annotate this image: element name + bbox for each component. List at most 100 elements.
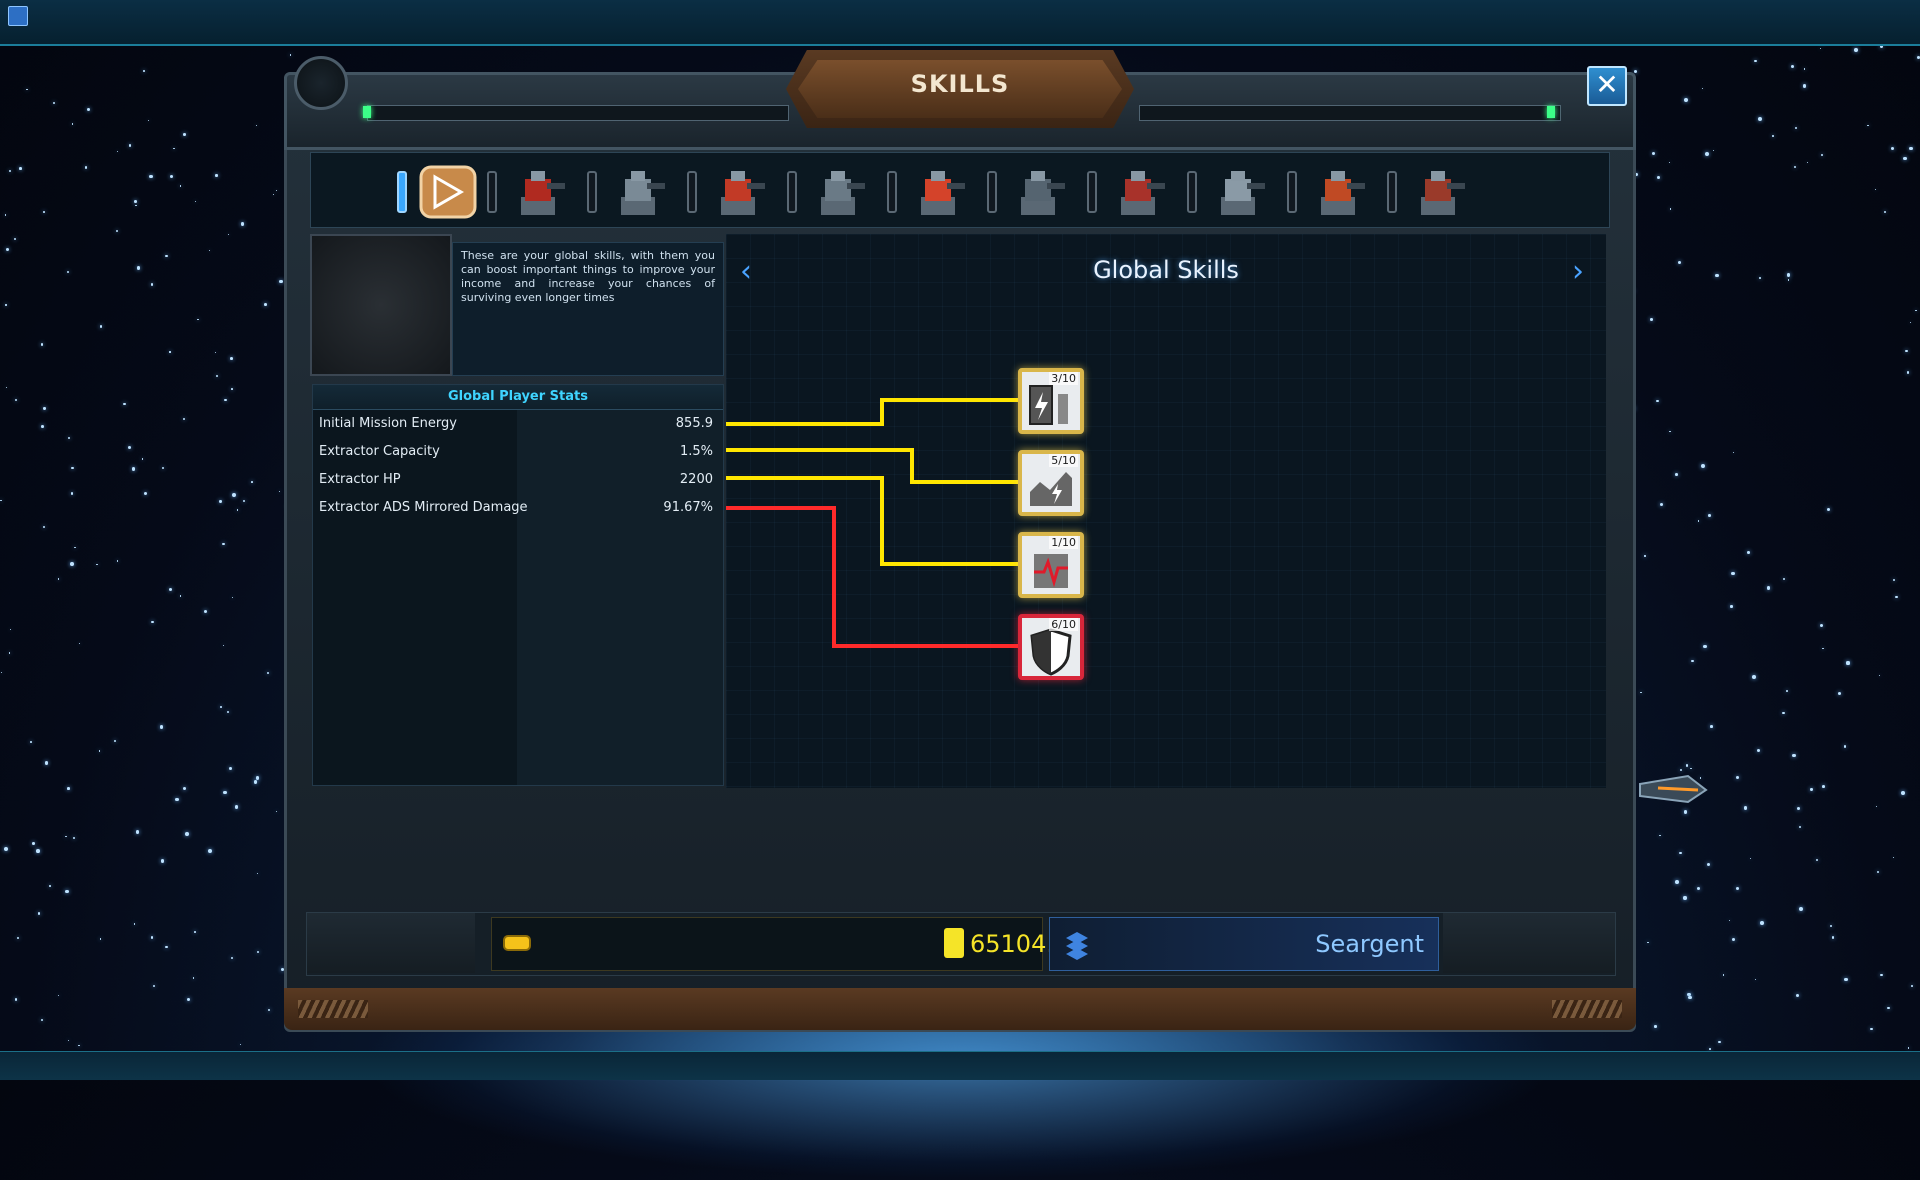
spaceship-icon bbox=[1639, 774, 1708, 804]
star bbox=[1675, 879, 1679, 884]
star bbox=[179, 185, 182, 188]
tab-separator bbox=[1087, 171, 1097, 213]
tab-turret-10[interactable] bbox=[1407, 161, 1469, 223]
star bbox=[160, 859, 165, 864]
star bbox=[182, 133, 186, 137]
star bbox=[1731, 937, 1735, 942]
resource-bar-left-cap bbox=[307, 913, 475, 973]
tab-turret-7[interactable] bbox=[1107, 161, 1169, 223]
star bbox=[224, 398, 227, 402]
star bbox=[1683, 98, 1688, 103]
star bbox=[216, 374, 219, 377]
tab-global-skills[interactable] bbox=[417, 161, 479, 223]
star bbox=[278, 491, 280, 493]
star bbox=[1804, 68, 1806, 70]
star bbox=[255, 776, 260, 780]
bottom-bar bbox=[0, 1051, 1920, 1080]
connector-hp bbox=[726, 476, 1020, 566]
next-page-arrow[interactable]: › bbox=[1572, 254, 1584, 289]
star bbox=[272, 193, 275, 196]
star bbox=[1634, 172, 1638, 177]
star bbox=[66, 270, 69, 273]
star bbox=[223, 791, 227, 795]
star bbox=[135, 830, 140, 835]
star bbox=[208, 249, 211, 251]
tab-turret-5[interactable] bbox=[907, 161, 969, 223]
star bbox=[1787, 279, 1790, 281]
energy-skill-node[interactable]: 3/10 bbox=[1018, 368, 1084, 434]
star bbox=[1816, 858, 1819, 861]
star bbox=[240, 1044, 242, 1046]
star bbox=[1754, 979, 1756, 981]
hp-skill-node[interactable]: 1/10 bbox=[1018, 532, 1084, 598]
star bbox=[1752, 674, 1757, 679]
mirror-damage-skill-node[interactable]: 6/10 bbox=[1018, 614, 1084, 680]
star bbox=[1819, 47, 1821, 49]
tab-separator bbox=[887, 171, 897, 213]
star bbox=[141, 458, 144, 460]
energy-icon bbox=[944, 928, 964, 958]
star bbox=[1689, 767, 1692, 770]
star bbox=[98, 750, 101, 752]
star bbox=[1691, 659, 1694, 663]
starfield-background bbox=[0, 43, 1920, 1050]
tab-separator bbox=[1387, 171, 1397, 213]
tab-turret-4[interactable] bbox=[807, 161, 869, 223]
star bbox=[131, 467, 136, 471]
tab-separator bbox=[487, 171, 497, 213]
header-rail-left bbox=[367, 105, 789, 121]
star bbox=[8, 652, 10, 654]
star bbox=[1706, 862, 1711, 867]
tab-turret-8[interactable] bbox=[1207, 161, 1269, 223]
stats-panel: Global Player Stats Initial Mission Ener… bbox=[312, 384, 724, 786]
tab-turret-3[interactable] bbox=[707, 161, 769, 223]
star bbox=[222, 542, 225, 546]
star bbox=[1658, 834, 1661, 837]
star bbox=[230, 356, 234, 360]
star bbox=[116, 151, 118, 153]
close-button[interactable]: ✕ bbox=[1587, 66, 1627, 106]
star bbox=[196, 318, 199, 321]
footer-grille bbox=[298, 1000, 368, 1018]
tab-turret-9[interactable] bbox=[1307, 161, 1369, 223]
capacity-skill-node[interactable]: 5/10 bbox=[1018, 450, 1084, 516]
window-footer bbox=[284, 988, 1636, 1030]
star bbox=[1708, 514, 1711, 518]
star bbox=[228, 767, 232, 771]
star bbox=[159, 725, 164, 730]
star bbox=[1870, 1027, 1874, 1031]
tab-turret-6[interactable] bbox=[1007, 161, 1069, 223]
tab-turret-1[interactable] bbox=[507, 161, 569, 223]
star bbox=[208, 849, 213, 853]
star bbox=[1892, 578, 1896, 581]
turret-icon bbox=[821, 171, 865, 215]
menu-button[interactable] bbox=[8, 6, 28, 26]
star bbox=[1895, 595, 1898, 599]
star bbox=[1701, 88, 1703, 90]
star bbox=[43, 210, 45, 213]
star bbox=[169, 351, 171, 353]
turret-icon bbox=[1321, 171, 1365, 215]
corner-knob bbox=[294, 56, 348, 110]
star bbox=[1730, 605, 1733, 608]
star bbox=[1687, 992, 1691, 997]
tab-turret-2[interactable] bbox=[607, 161, 669, 223]
prev-page-arrow[interactable]: ‹ bbox=[740, 254, 752, 289]
star bbox=[1916, 55, 1920, 60]
star bbox=[1786, 689, 1788, 692]
star bbox=[41, 1018, 44, 1021]
stat-row: Initial Mission Energy 855.9 bbox=[313, 411, 723, 439]
star bbox=[1802, 84, 1807, 88]
star bbox=[99, 938, 102, 941]
star bbox=[194, 201, 197, 203]
skill-tabs bbox=[310, 152, 1610, 228]
star bbox=[136, 266, 141, 270]
connector-energy bbox=[726, 398, 1020, 426]
star bbox=[17, 937, 20, 940]
star bbox=[1876, 870, 1879, 873]
star bbox=[1710, 725, 1713, 728]
star bbox=[231, 387, 233, 390]
turret-icon bbox=[621, 171, 665, 215]
star bbox=[123, 402, 126, 406]
stat-label: Initial Mission Energy bbox=[319, 416, 457, 431]
